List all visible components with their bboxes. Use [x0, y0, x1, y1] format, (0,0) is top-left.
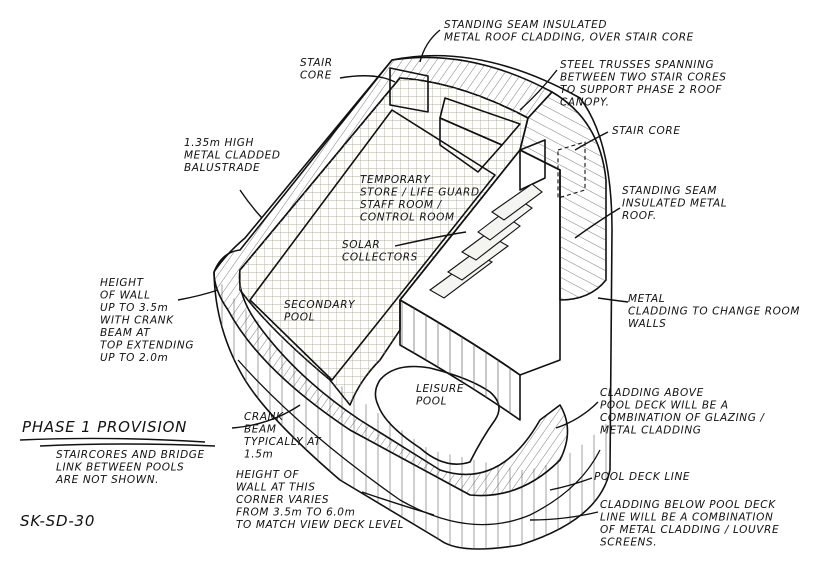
label-line: LINK BETWEEN POOLS [56, 462, 184, 474]
label-line: TOP EXTENDING [100, 340, 194, 352]
label-line: WALL AT THIS [236, 482, 316, 494]
label-line: BEAM [244, 424, 276, 436]
label-line: UP TO 2.0m [100, 352, 168, 364]
label-line: POOL [416, 396, 447, 408]
label-line: TO SUPPORT PHASE 2 ROOF [560, 84, 722, 96]
label-line: CORE [300, 70, 332, 82]
label-line: POOL DECK LINE [594, 471, 690, 483]
secondary-pool [249, 109, 496, 381]
leader-lines [177, 29, 629, 521]
label-line: INSULATED METAL [622, 198, 727, 210]
leisure-pool [374, 365, 500, 465]
label-line: STORE / LIFE GUARD [360, 187, 480, 199]
label-line: CRANK [244, 411, 284, 423]
label-line: STANDING SEAM [622, 185, 717, 197]
label-line: HEIGHT [100, 277, 145, 289]
label-line: WALLS [628, 318, 666, 330]
label-line: POOL DECK WILL BE A [600, 400, 729, 412]
label-line: METAL CLADDED [184, 150, 281, 162]
label-line: BETWEEN TWO STAIR CORES [560, 72, 727, 84]
solar-collector-rows [428, 183, 543, 299]
phase-title-underline [19, 437, 216, 447]
label-line: 1.5m [244, 449, 273, 461]
label-line: METAL ROOF CLADDING, OVER STAIR CORE [444, 32, 694, 44]
label-line: STAFF ROOM / [360, 199, 443, 211]
label-line: METAL [628, 293, 665, 305]
label-line: OF WALL [100, 290, 151, 302]
label-line: COMBINATION OF GLAZING / [600, 412, 765, 424]
label-stair-core-right: STAIR CORE [612, 125, 681, 137]
label-line: LINE WILL BE A COMBINATION [600, 512, 773, 524]
label-line: STAIR CORE [612, 125, 681, 137]
label-line: SECONDARY [284, 299, 356, 311]
label-line: STAIRCORES AND BRIDGE [56, 449, 205, 461]
label-line: OF METAL CLADDING / LOUVRE [600, 524, 779, 536]
label-line: CLADDING ABOVE [600, 387, 704, 399]
label-line: LEISURE [416, 383, 464, 395]
label-line: CORNER VARIES [236, 494, 329, 506]
label-line: STEEL TRUSSES SPANNING [560, 59, 714, 71]
label-line: CLADDING BELOW POOL DECK [600, 499, 776, 511]
label-pool-deck-line: POOL DECK LINE [594, 471, 690, 483]
label-line: HEIGHT OF [236, 469, 299, 481]
sheet-reference: SK-SD-30 [20, 512, 95, 530]
label-line: SCREENS. [600, 537, 657, 549]
label-line: ARE NOT SHOWN. [55, 474, 159, 486]
label-line: 1.35m HIGH [184, 137, 254, 149]
label-line: CLADDING TO CHANGE ROOM [628, 306, 800, 318]
label-line: ROOF. [622, 210, 657, 222]
label-line: COLLECTORS [342, 252, 418, 264]
label-line: METAL CLADDING [600, 425, 702, 437]
label-line: SOLAR [342, 239, 380, 251]
label-line: UP TO 3.5m [100, 302, 168, 314]
glazing-mullions [400, 300, 520, 420]
phase-title: PHASE 1 PROVISION [22, 418, 187, 436]
stair-core-dashed [557, 141, 586, 199]
parapet-ticks [214, 57, 568, 496]
stair-core-left [389, 67, 429, 113]
label-line: CONTROL ROOM [360, 212, 455, 224]
pool-deck-line [237, 359, 601, 526]
bridge-block-top [439, 97, 521, 146]
label-line: BEAM AT [100, 327, 151, 339]
label-line: STAIR [300, 57, 333, 69]
label-line: STANDING SEAM INSULATED [444, 19, 607, 31]
pool-deck-grid [240, 78, 528, 405]
label-line: TEMPORARY [360, 174, 431, 186]
label-line: BALUSTRADE [184, 162, 260, 174]
label-line: WITH CRANK [100, 315, 174, 327]
label-line: FROM 3.5m TO 6.0m [236, 507, 355, 519]
label-line: TO MATCH VIEW DECK LEVEL [236, 519, 404, 531]
label-line: CANOPY. [560, 97, 610, 109]
label-line: TYPICALLY AT [244, 436, 322, 448]
label-line: POOL [284, 312, 315, 324]
